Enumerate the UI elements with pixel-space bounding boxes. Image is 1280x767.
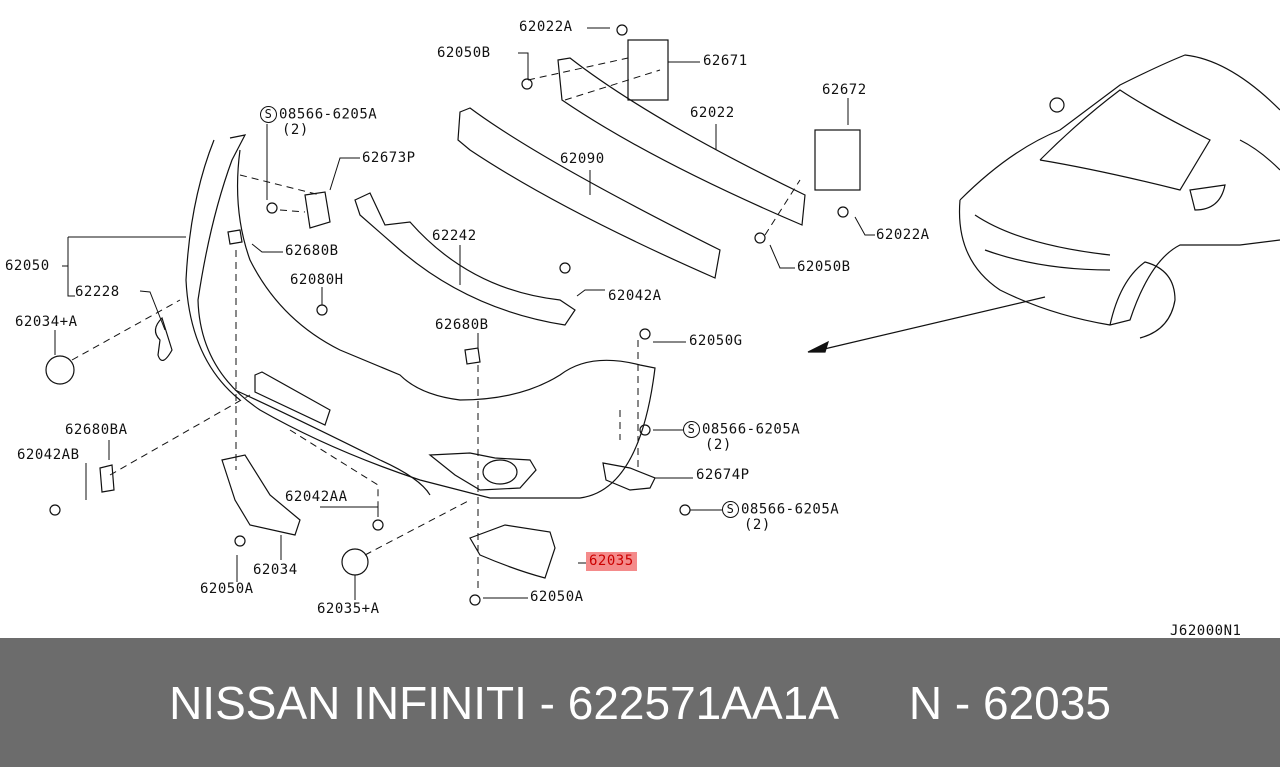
part-label[interactable]: 62050 bbox=[5, 258, 50, 274]
part-label[interactable]: 62672 bbox=[822, 82, 867, 98]
vehicle-outline bbox=[958, 54, 1280, 339]
quantity: (2) bbox=[705, 437, 732, 453]
standard-part-symbol-icon: S bbox=[683, 421, 700, 438]
dashed-lines bbox=[71, 57, 801, 590]
standard-part-symbol-icon: S bbox=[722, 501, 739, 518]
part-number: 08566-6205A bbox=[741, 501, 840, 518]
part-label[interactable]: 62035+A bbox=[317, 601, 380, 617]
diagram-reference: N - 62035 bbox=[908, 676, 1111, 729]
part-label[interactable]: 62050A bbox=[530, 589, 584, 605]
part-label[interactable]: 62674P bbox=[696, 467, 750, 483]
diagram-drawing bbox=[45, 24, 1280, 606]
brackets-drawing bbox=[221, 39, 861, 579]
part-label[interactable]: 62242 bbox=[432, 228, 477, 244]
highlighted-part-label[interactable]: 62035 bbox=[586, 552, 637, 571]
standard-part-symbol-icon: S bbox=[260, 106, 277, 123]
part-label[interactable]: 62080H bbox=[290, 272, 344, 288]
part-number-title: NISSAN INFINITI - 622571AA1A bbox=[169, 676, 839, 729]
direction-arrow bbox=[807, 296, 1046, 353]
part-label[interactable]: 62034+A bbox=[15, 314, 78, 330]
part-label[interactable]: 62673P bbox=[362, 150, 416, 166]
part-label[interactable]: 62680BA bbox=[65, 422, 128, 438]
reinforcement-drawing bbox=[354, 57, 806, 326]
part-label[interactable]: 62042AA bbox=[285, 489, 348, 505]
part-label[interactable]: 62090 bbox=[560, 151, 605, 167]
part-number: 08566-6205A bbox=[279, 106, 378, 123]
part-label[interactable]: 62680B bbox=[285, 243, 339, 259]
part-label[interactable]: 62050B bbox=[797, 259, 851, 275]
part-info-banner: NISSAN INFINITI - 622571AA1A N - 62035 bbox=[0, 638, 1280, 767]
quantity: (2) bbox=[744, 517, 771, 533]
part-number: 08566-6205A bbox=[702, 421, 801, 438]
fasteners-drawing bbox=[45, 24, 849, 606]
leader-lines bbox=[54, 27, 875, 600]
diagram-code: J62000N1 bbox=[1170, 623, 1242, 639]
part-label[interactable]: 62671 bbox=[703, 53, 748, 69]
part-label[interactable]: 62022A bbox=[876, 227, 930, 243]
part-label[interactable]: 62050B bbox=[437, 45, 491, 61]
part-label[interactable]: 62050A bbox=[200, 581, 254, 597]
part-label[interactable]: 62034 bbox=[253, 562, 298, 578]
part-label[interactable]: 62022 bbox=[690, 105, 735, 121]
quantity: (2) bbox=[282, 122, 309, 138]
part-label[interactable]: 62022A bbox=[519, 19, 573, 35]
bumper-fascia-drawing bbox=[185, 134, 656, 499]
part-label[interactable]: 62042AB bbox=[17, 447, 80, 463]
part-label[interactable]: 62680B bbox=[435, 317, 489, 333]
part-label[interactable]: 62228 bbox=[75, 284, 120, 300]
part-label[interactable]: 62042A bbox=[608, 288, 662, 304]
part-label[interactable]: 62050G bbox=[689, 333, 743, 349]
